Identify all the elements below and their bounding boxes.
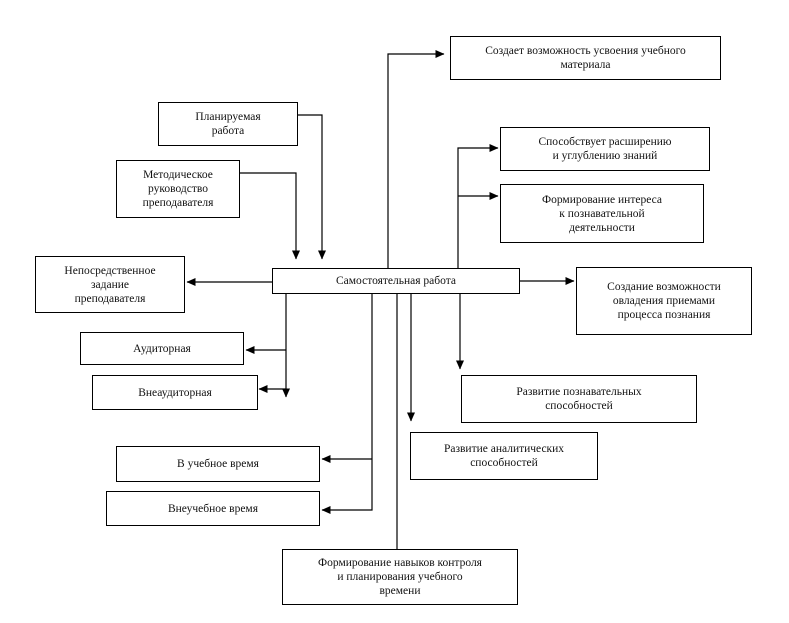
node-mastery-possibility: Создание возможности овладения приемами … xyxy=(576,267,752,335)
node-analytical-abilities: Развитие аналитических способностей xyxy=(410,432,598,480)
connector-to-promotes-expansion xyxy=(457,144,499,268)
node-methodical-guidance: Методическое руководство преподавателя xyxy=(116,160,240,218)
node-non-study-time: Внеучебное время xyxy=(106,491,320,526)
node-control-skills: Формирование навыков контроля и планиров… xyxy=(282,549,518,605)
node-classroom: Аудиторная xyxy=(80,332,244,365)
node-creates-possibility: Создает возможность усвоения учебного ма… xyxy=(450,36,721,80)
node-promotes-expansion: Способствует расширению и углублению зна… xyxy=(500,127,710,171)
node-extracurricular: Внеаудиторная xyxy=(92,375,258,410)
connector-to-non-study-time xyxy=(321,293,373,514)
node-interest-formation: Формирование интереса к познавательной д… xyxy=(500,184,704,243)
connector-from-planned-work xyxy=(298,114,326,260)
node-study-time: В учебное время xyxy=(116,446,320,482)
connector-to-creates-possibility xyxy=(387,50,445,268)
node-cognitive-abilities: Развитие познавательных способностей xyxy=(461,375,697,423)
connector-from-methodical-guidance xyxy=(240,172,300,260)
node-direct-assignment: Непосредственное задание преподавателя xyxy=(35,256,185,313)
node-center-self-study: Самостоятельная работа xyxy=(272,268,520,294)
node-planned-work: Планируемая работа xyxy=(158,102,298,146)
